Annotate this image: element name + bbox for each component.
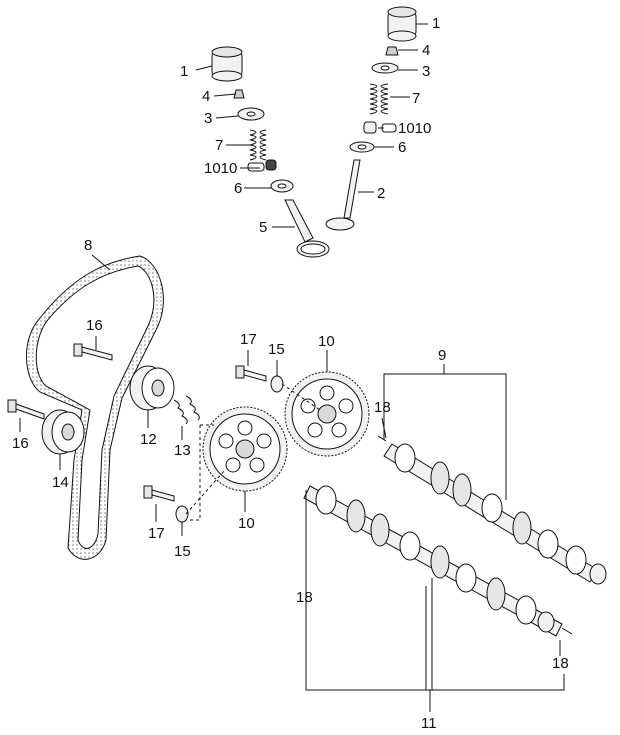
callout-15-lower: 15: [174, 543, 191, 560]
intake-valve: [284, 199, 330, 258]
exhaust-valve: [325, 159, 361, 231]
tensioner-pulley-14: [41, 409, 85, 470]
valve-spring-left: [249, 129, 267, 161]
callout-1-right: 1: [432, 15, 440, 32]
valve-stem-seal-right: [363, 121, 377, 134]
cam-sprocket-lower: [202, 406, 288, 512]
camshaft-upper: [377, 435, 607, 585]
callout-14: 14: [52, 474, 69, 491]
sprocket-bolt-upper: [235, 350, 267, 382]
callout-17-lower: 17: [148, 525, 165, 542]
callout-8: 8: [84, 237, 92, 254]
valve-keeper-right: [385, 46, 399, 56]
callout-5: 5: [259, 219, 267, 236]
callout-4-right: 4: [422, 42, 430, 59]
callout-11: 11: [421, 715, 437, 732]
valve-keeper-left: [233, 89, 245, 99]
callout-9: 9: [438, 347, 446, 364]
callout-1-left: 1: [180, 63, 188, 80]
bracket-11: [305, 490, 565, 691]
sprocket-bolt-lower: [143, 485, 175, 522]
valve-stem-seal-left: [265, 159, 277, 171]
valve-assembly-right: [325, 6, 428, 231]
bolt-16-lower: [7, 399, 45, 432]
callout-3-right: 3: [422, 63, 430, 80]
callout-13: 13: [174, 442, 191, 459]
callout-6-left: 6: [234, 180, 242, 197]
callout-3-left: 3: [204, 110, 212, 127]
callout-18-right: 18: [552, 655, 569, 672]
tensioner-spring-13: [173, 395, 200, 440]
timing-belt: [26, 254, 164, 560]
callout-7-right: 7: [412, 90, 420, 107]
sprocket-washer-upper: [270, 375, 284, 393]
callout-18-upper: 18: [374, 399, 391, 416]
callout-1010-right: 1010: [398, 120, 431, 137]
callout-2: 2: [377, 185, 385, 202]
callout-12: 12: [140, 431, 157, 448]
callout-15-upper: 15: [268, 341, 285, 358]
callout-4-left: 4: [202, 88, 210, 105]
callout-10-lower: 10: [238, 515, 255, 532]
callout-10-upper: 10: [318, 333, 335, 350]
valve-spring-right: [369, 83, 389, 115]
callout-6-right: 6: [398, 139, 406, 156]
valve-assembly-left: [195, 46, 330, 258]
callout-17-upper: 17: [240, 331, 257, 348]
callout-18-left: 18: [296, 589, 313, 606]
cam-sprocket-upper: [284, 350, 370, 457]
valve-lifter-left: [211, 46, 243, 82]
callout-16-lower: 16: [12, 435, 29, 452]
camshaft-lower: [303, 485, 573, 637]
valve-lifter-right: [387, 6, 417, 42]
bracket-9: [383, 373, 507, 500]
callout-1010-left: 1010: [204, 160, 237, 177]
idler-pulley-12: [129, 365, 175, 428]
callout-7-left: 7: [215, 137, 223, 154]
bolt-16-upper: [73, 336, 113, 361]
callout-16-upper: 16: [86, 317, 103, 334]
